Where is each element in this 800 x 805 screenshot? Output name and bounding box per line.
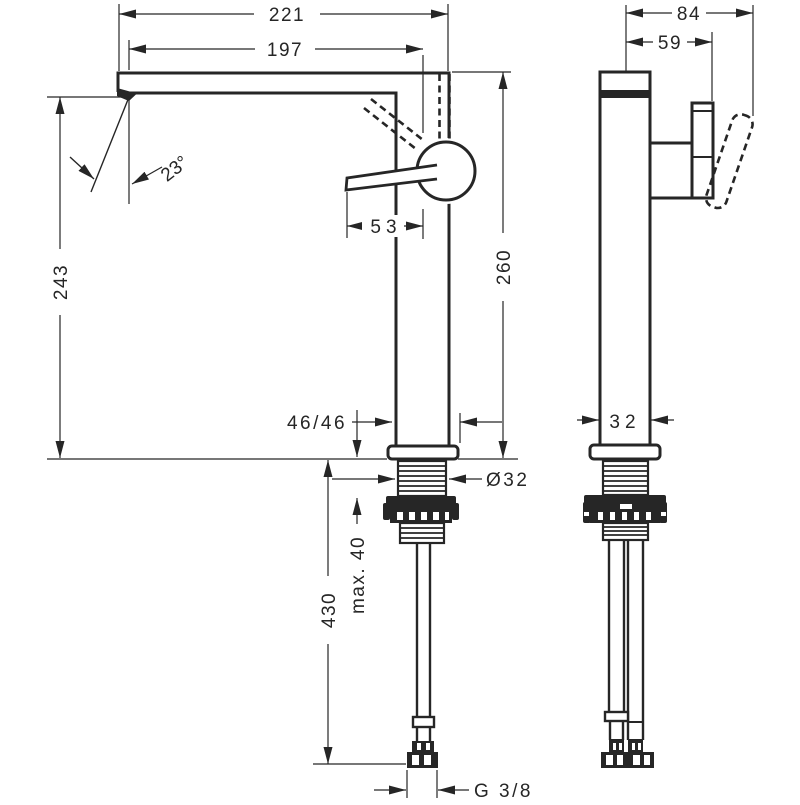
jet-arrow	[69, 156, 95, 180]
dimension-g38: G 3/8	[374, 770, 533, 802]
dimension-84: 84	[625, 3, 754, 116]
dim-label-53: 53	[370, 217, 401, 238]
dim-label-23deg: 23°	[157, 152, 193, 186]
side-handle-lever	[690, 101, 715, 200]
side-hose-sleeve	[603, 710, 630, 723]
side-mounting-nut	[583, 495, 667, 523]
jet-line	[90, 96, 130, 193]
dim-label-243: 243	[51, 264, 72, 300]
dim-label-84: 84	[677, 4, 701, 25]
dim-label-430: 430	[319, 592, 340, 628]
dim-label-221: 221	[269, 5, 305, 26]
supply-hose	[411, 543, 436, 741]
dimension-260: 260	[452, 71, 515, 458]
dimension-32: 32	[577, 412, 674, 433]
handle-lever	[344, 163, 438, 192]
dimension-23deg: 23°	[131, 152, 193, 186]
dimension-430: 430	[313, 460, 406, 765]
side-base-flange	[588, 443, 662, 461]
side-spout-band	[601, 90, 649, 98]
faucet-body-outline	[116, 71, 451, 445]
dimension-59: 59	[626, 32, 713, 101]
side-hose-connectors	[601, 741, 654, 768]
side-supply-hoses	[603, 540, 645, 741]
side-handle-hub	[648, 141, 694, 200]
threaded-shank-lower	[398, 521, 446, 545]
threaded-shank-upper	[396, 459, 448, 498]
dimension-243: 243	[47, 96, 130, 458]
dimension-max40: max. 40	[348, 410, 369, 614]
dimension-53: 53	[346, 192, 423, 238]
lever-raised-dashed	[363, 74, 451, 151]
side-lever-raised-dashed	[704, 113, 754, 210]
side-threaded-shank-lower	[601, 521, 650, 542]
dim-label-g38: G 3/8	[474, 781, 533, 800]
spout-and-body-right	[116, 71, 451, 445]
dim-label-dia32: Ø32	[486, 470, 529, 491]
side-view: 84 59 32	[577, 3, 754, 768]
dim-label-260: 260	[494, 249, 515, 285]
front-view: 221 197 243 23°	[47, 3, 533, 802]
dim-label-32: 32	[609, 412, 640, 433]
water-jet	[69, 96, 130, 193]
aerator-tip	[117, 88, 137, 101]
dim-label-59: 59	[658, 33, 682, 54]
dim-label-46-46: 46/46	[287, 413, 347, 434]
spout-bottom-and-body-left	[128, 91, 398, 445]
hose-sleeve	[411, 715, 436, 729]
dimension-197: 197	[128, 39, 424, 239]
hose-connector	[407, 741, 438, 768]
dim-label-max40: max. 40	[348, 536, 369, 614]
side-body-column	[598, 70, 652, 447]
base-flange	[386, 444, 460, 461]
dimension-221: 221	[118, 3, 449, 71]
side-threaded-shank-upper	[601, 459, 650, 497]
dim-label-197: 197	[267, 40, 303, 61]
mounting-nut	[383, 496, 459, 523]
dimension-dia32: Ø32	[332, 470, 529, 491]
dimension-46-46: 46/46	[287, 413, 502, 443]
